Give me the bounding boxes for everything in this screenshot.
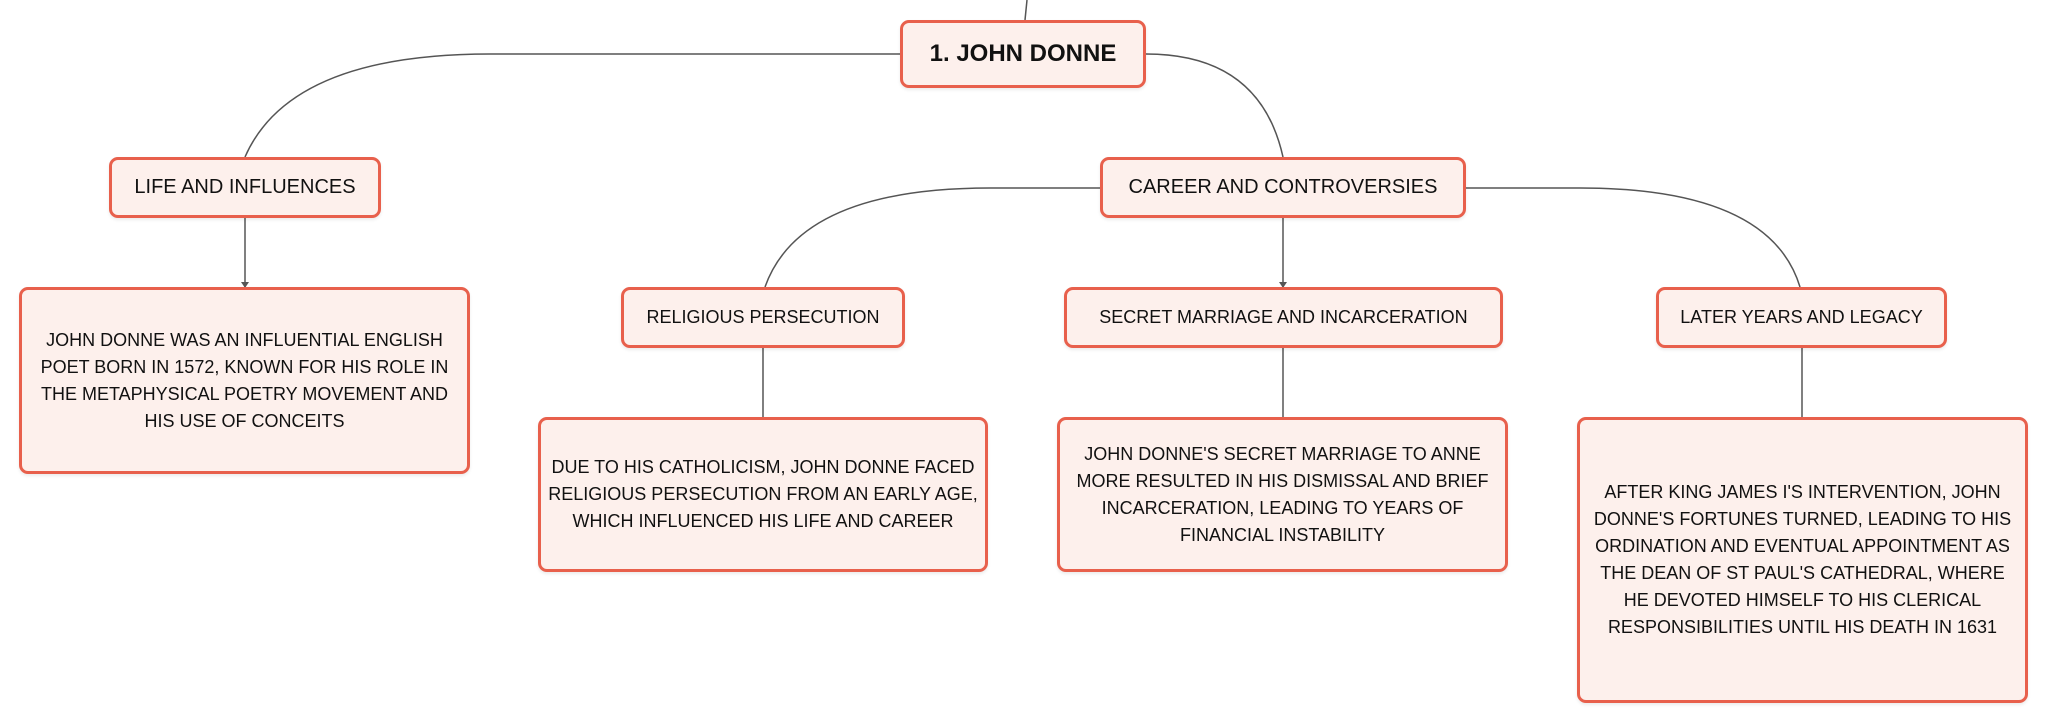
life-description-text: JOHN DONNE WAS AN INFLUENTIAL ENGLISH PO…	[40, 329, 449, 431]
node-religious-persecution[interactable]: RELIGIOUS PERSECUTION	[621, 287, 905, 348]
connector-career-to-religious	[764, 187, 1100, 288]
connector-root-incoming	[1024, 0, 1028, 21]
node-career-title: CAREER AND CONTROVERSIES	[1128, 176, 1438, 198]
connector-root-to-life	[244, 53, 900, 158]
connector-career-to-later	[1466, 187, 1801, 288]
node-life-and-influences[interactable]: LIFE AND INFLUENCES	[109, 157, 381, 218]
node-marriage-description[interactable]: JOHN DONNE'S SECRET MARRIAGE TO ANNE MOR…	[1057, 417, 1508, 572]
marriage-description-text: JOHN DONNE'S SECRET MARRIAGE TO ANNE MOR…	[1076, 443, 1489, 545]
node-religious-title: RELIGIOUS PERSECUTION	[646, 307, 880, 327]
node-later-description[interactable]: AFTER KING JAMES I'S INTERVENTION, JOHN …	[1577, 417, 2028, 703]
root-node-john-donne[interactable]: 1. JOHN DONNE	[900, 20, 1146, 88]
node-religious-description[interactable]: DUE TO HIS CATHOLICISM, JOHN DONNE FACED…	[538, 417, 988, 572]
node-secret-marriage[interactable]: SECRET MARRIAGE AND INCARCERATION	[1064, 287, 1503, 348]
connector-root-to-career	[1145, 53, 1284, 158]
arrowhead-marriage	[1279, 282, 1287, 288]
root-node-title: 1. JOHN DONNE	[929, 40, 1117, 67]
node-later-years[interactable]: LATER YEARS AND LEGACY	[1656, 287, 1947, 348]
later-description-text: AFTER KING JAMES I'S INTERVENTION, JOHN …	[1593, 482, 2012, 637]
node-life-title: LIFE AND INFLUENCES	[134, 176, 356, 198]
node-career-and-controversies[interactable]: CAREER AND CONTROVERSIES	[1100, 157, 1466, 218]
arrowhead-life-desc	[241, 282, 249, 288]
node-life-description[interactable]: JOHN DONNE WAS AN INFLUENTIAL ENGLISH PO…	[19, 287, 470, 474]
religious-description-text: DUE TO HIS CATHOLICISM, JOHN DONNE FACED…	[548, 457, 978, 531]
node-later-title: LATER YEARS AND LEGACY	[1680, 307, 1923, 327]
node-marriage-title: SECRET MARRIAGE AND INCARCERATION	[1099, 307, 1468, 327]
